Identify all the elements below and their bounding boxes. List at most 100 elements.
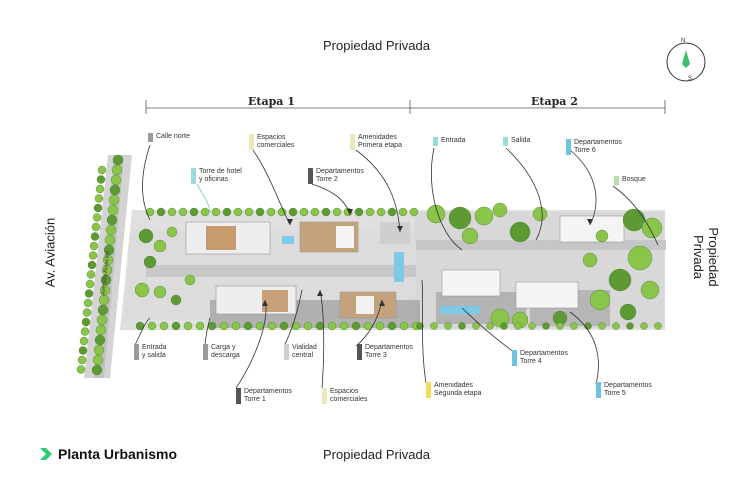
tree-icon [147,321,157,331]
label-entrada: Entrada [433,137,466,146]
tree-icon [303,321,313,331]
tree-icon [626,322,634,330]
swatch-cyan [433,137,438,146]
tree-icon [514,322,522,330]
tree-icon [461,227,479,245]
tree-icon [321,207,331,217]
tree-icon [612,322,620,330]
tree-icon [153,239,167,253]
tree-icon [640,322,648,330]
tree-icon [231,321,241,331]
tree-icon [444,322,452,330]
tree-icon [138,228,154,244]
tree-icon [77,355,87,365]
bottom-property-label: Propiedad Privada [323,447,430,462]
tree-icon [279,321,289,331]
tree-icon [598,322,606,330]
swatch-blue [566,139,571,155]
tree-icon [92,354,104,366]
tree-icon [243,321,253,331]
tree-icon [244,207,254,217]
tree-icon [398,207,408,217]
brand: Planta Urbanismo [40,446,177,462]
tree-icon [143,255,157,269]
tree-icon [156,207,166,217]
tree-icon [183,321,193,331]
compass-north: N [681,38,686,44]
compass [666,42,706,82]
tree-icon [111,164,123,176]
tree-icon [299,207,309,217]
tree-icon [92,213,102,222]
tree-icon [87,260,97,270]
tree-icon [277,207,287,217]
tree-icon [595,229,609,243]
tree-icon [486,322,494,330]
tree-icon [267,321,277,331]
tower-5 [515,281,579,309]
tree-icon [219,321,229,331]
tree-icon [399,321,409,331]
tree-icon [472,322,480,330]
tree-icon [89,241,99,251]
tree-icon [79,336,89,346]
tree-icon [375,321,385,331]
tree-icon [86,270,96,279]
swatch-cyan [503,137,508,146]
tree-icon [354,207,364,217]
tree-icon [95,324,107,336]
tree-icon [94,334,106,346]
tree-icon [78,346,88,355]
tree-icon [110,174,122,186]
tree-icon [83,298,93,308]
tree-icon [80,327,90,336]
swatch-dark [236,388,241,404]
tree-icon [200,207,210,217]
tree-icon [81,317,91,327]
tree-icon [107,204,119,216]
tree-icon [106,214,118,226]
tree-icon [339,321,349,331]
label-calle-norte: Calle norte [148,133,190,142]
tree-icon [584,322,592,330]
tree-icon [315,321,325,331]
stage-brackets [145,100,666,114]
tree-icon [509,221,531,243]
tree-icon [91,364,103,376]
tree-icon [492,202,508,218]
tree-icon [93,344,105,356]
swatch-cyan [191,168,196,184]
leader-arrows [262,209,593,306]
swatch-gray [203,344,208,360]
tree-icon [184,274,196,286]
tree-icon [96,175,106,184]
swatch-green [614,176,619,185]
swatch-cream [350,134,355,150]
trees [76,154,663,376]
tree-icon [542,322,550,330]
tree-icon [556,322,564,330]
tree-icon [112,154,124,166]
tree-icon [97,165,107,175]
swatch-yellow [426,382,431,398]
tree-icon [76,365,86,374]
tree-icon [654,322,662,330]
tree-icon [351,321,361,331]
tree-icon [365,207,375,217]
tree-icon [108,194,120,206]
tree-icon [134,282,150,298]
buildings [185,215,625,319]
tree-icon [167,207,177,217]
stage-2-label: Etapa 2 [531,95,578,108]
avenue-label: Av. Aviación [42,217,58,288]
tree-icon [109,184,121,196]
tree-icon [474,206,494,226]
tower-4 [441,269,501,297]
tree-icon [528,322,536,330]
tree-icon [627,245,653,271]
